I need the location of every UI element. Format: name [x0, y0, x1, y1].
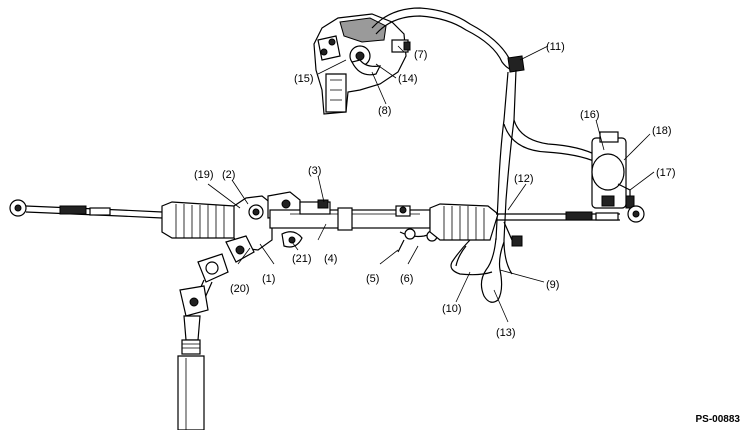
callout-8: (8)	[378, 105, 391, 117]
oil-pump-assembly	[313, 13, 411, 115]
reservoir-tank	[591, 131, 635, 209]
right-tie-rod	[496, 205, 645, 247]
callout-5: (5)	[366, 273, 379, 285]
figure-id: PS-00883	[696, 414, 741, 425]
callout-10: (10)	[442, 303, 462, 315]
callout-9: (9)	[546, 279, 559, 291]
gearbox-housing	[233, 191, 447, 253]
callout-12: (12)	[514, 173, 534, 185]
callout-17: (17)	[656, 167, 676, 179]
left-tie-rod	[9, 199, 163, 219]
callout-18: (18)	[652, 125, 672, 137]
callout-21: (21)	[292, 253, 312, 265]
callout-7: (7)	[414, 49, 427, 61]
callout-1: (1)	[262, 273, 275, 285]
callout-labels: (1) (2) (3) (4) (5) (6) (7) (8) (9) (10)…	[194, 41, 676, 339]
left-boot	[161, 201, 241, 239]
right-boot	[429, 203, 499, 241]
callout-11: (11)	[546, 41, 565, 53]
oil-hoses	[371, 7, 599, 303]
callout-4: (4)	[324, 253, 337, 265]
callout-19: (19)	[194, 169, 214, 181]
callout-20: (20)	[230, 283, 250, 295]
steering-shaft	[177, 235, 255, 430]
callout-16: (16)	[580, 109, 600, 121]
callout-13: (13)	[496, 327, 516, 339]
callout-15: (15)	[294, 73, 314, 85]
callout-14: (14)	[398, 73, 418, 85]
leader-lines	[207, 45, 655, 323]
callout-3: (3)	[308, 165, 321, 177]
callout-2: (2)	[222, 169, 235, 181]
callout-6: (6)	[400, 273, 413, 285]
